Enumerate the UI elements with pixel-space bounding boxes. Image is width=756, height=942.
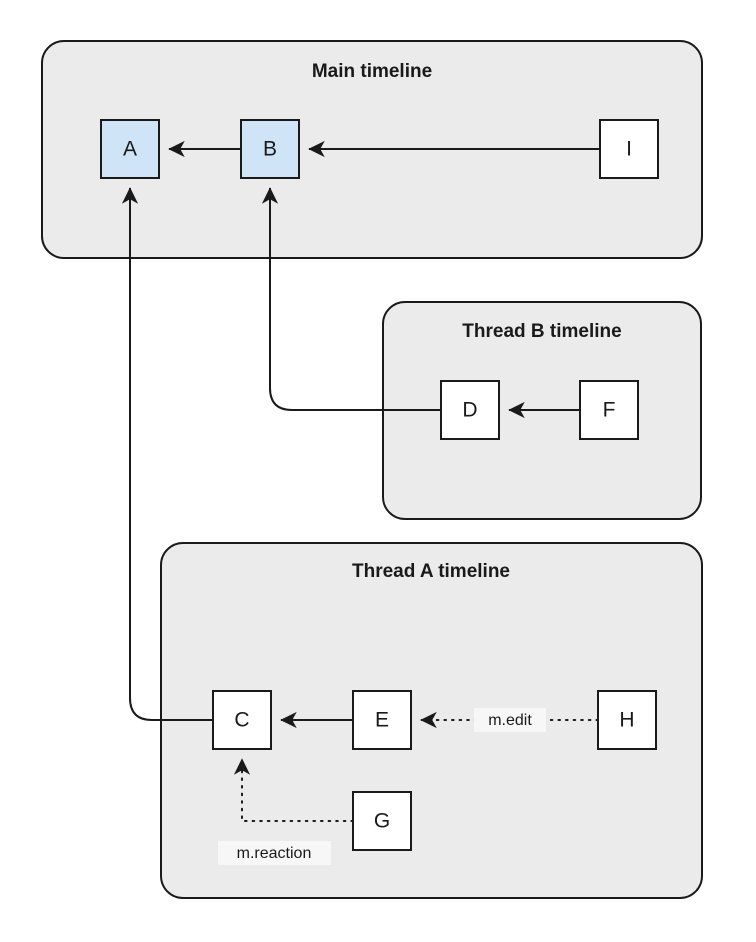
node-f-box[interactable] [579, 380, 639, 440]
edge-label-m-reaction-text: m.reaction [237, 845, 312, 862]
node-d[interactable]: D [440, 380, 500, 440]
node-a[interactable]: A [100, 119, 160, 179]
node-e[interactable]: E [352, 690, 412, 750]
edge-g-to-c [233, 758, 354, 822]
node-c-box[interactable] [212, 690, 272, 750]
node-b[interactable]: B [240, 119, 300, 179]
node-d-box[interactable] [440, 380, 500, 440]
node-i-label: I [626, 138, 632, 161]
node-h[interactable]: H [597, 690, 657, 750]
node-f-label: F [603, 399, 616, 422]
edge-label-m-edit-text: m.edit [488, 712, 532, 729]
node-h-label: H [619, 709, 634, 732]
node-c[interactable]: C [212, 690, 272, 750]
node-a-label: A [123, 138, 137, 161]
edge-label-m-reaction-bg [218, 841, 331, 865]
edge-c-to-a [121, 187, 213, 721]
node-b-label: B [263, 138, 277, 161]
edge-d-to-b [261, 187, 441, 411]
node-a-box[interactable] [100, 119, 160, 179]
node-g[interactable]: G [352, 791, 412, 851]
node-b-box[interactable] [240, 119, 300, 179]
edge-label-m-reaction: m.reaction [218, 841, 331, 865]
node-d-label: D [462, 399, 477, 422]
edge-label-m-edit-bg [474, 708, 546, 732]
node-c-label: C [234, 709, 249, 732]
group-thread-a-timeline-title: Thread A timeline [352, 561, 510, 582]
node-g-box[interactable] [352, 791, 412, 851]
group-main-timeline-title: Main timeline [312, 61, 432, 82]
node-g-label: G [374, 810, 390, 833]
node-e-label: E [375, 709, 389, 732]
node-i-box[interactable] [599, 119, 659, 179]
node-h-box[interactable] [597, 690, 657, 750]
node-e-box[interactable] [352, 690, 412, 750]
node-f[interactable]: F [579, 380, 639, 440]
group-thread-b-timeline-title: Thread B timeline [462, 321, 621, 342]
edge-label-m-edit: m.edit [474, 708, 546, 732]
node-i[interactable]: I [599, 119, 659, 179]
